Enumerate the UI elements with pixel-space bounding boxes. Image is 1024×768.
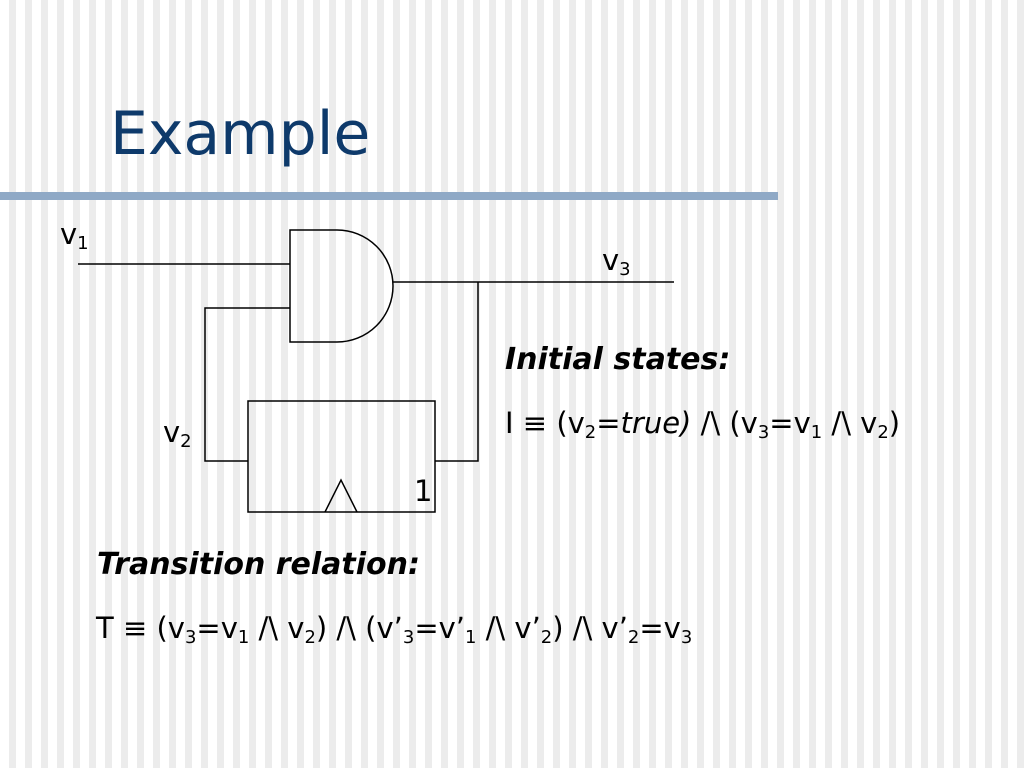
title-underline xyxy=(0,192,778,200)
clock-triangle xyxy=(324,478,358,513)
transition-heading: Transition relation: xyxy=(97,547,420,582)
latch-box xyxy=(247,400,436,513)
initial-states-heading: Initial states: xyxy=(505,342,731,377)
wire-feedback-to-latch xyxy=(435,282,479,462)
slide-title: Example xyxy=(110,99,371,169)
latch-initial-value: 1 xyxy=(414,474,433,508)
wire-v2-to-gate xyxy=(204,307,290,462)
label-v1: v1 xyxy=(60,217,89,255)
initial-states-formula: I ≡ (v2=true) /\ (v3=v1 /\ v2) xyxy=(505,406,901,444)
label-v3: v3 xyxy=(602,243,631,281)
label-v2: v2 xyxy=(163,415,192,453)
transition-formula: T ≡ (v3=v1 /\ v2) /\ (v’3=v’1 /\ v’2) /\… xyxy=(96,611,693,649)
and-gate xyxy=(289,229,394,343)
